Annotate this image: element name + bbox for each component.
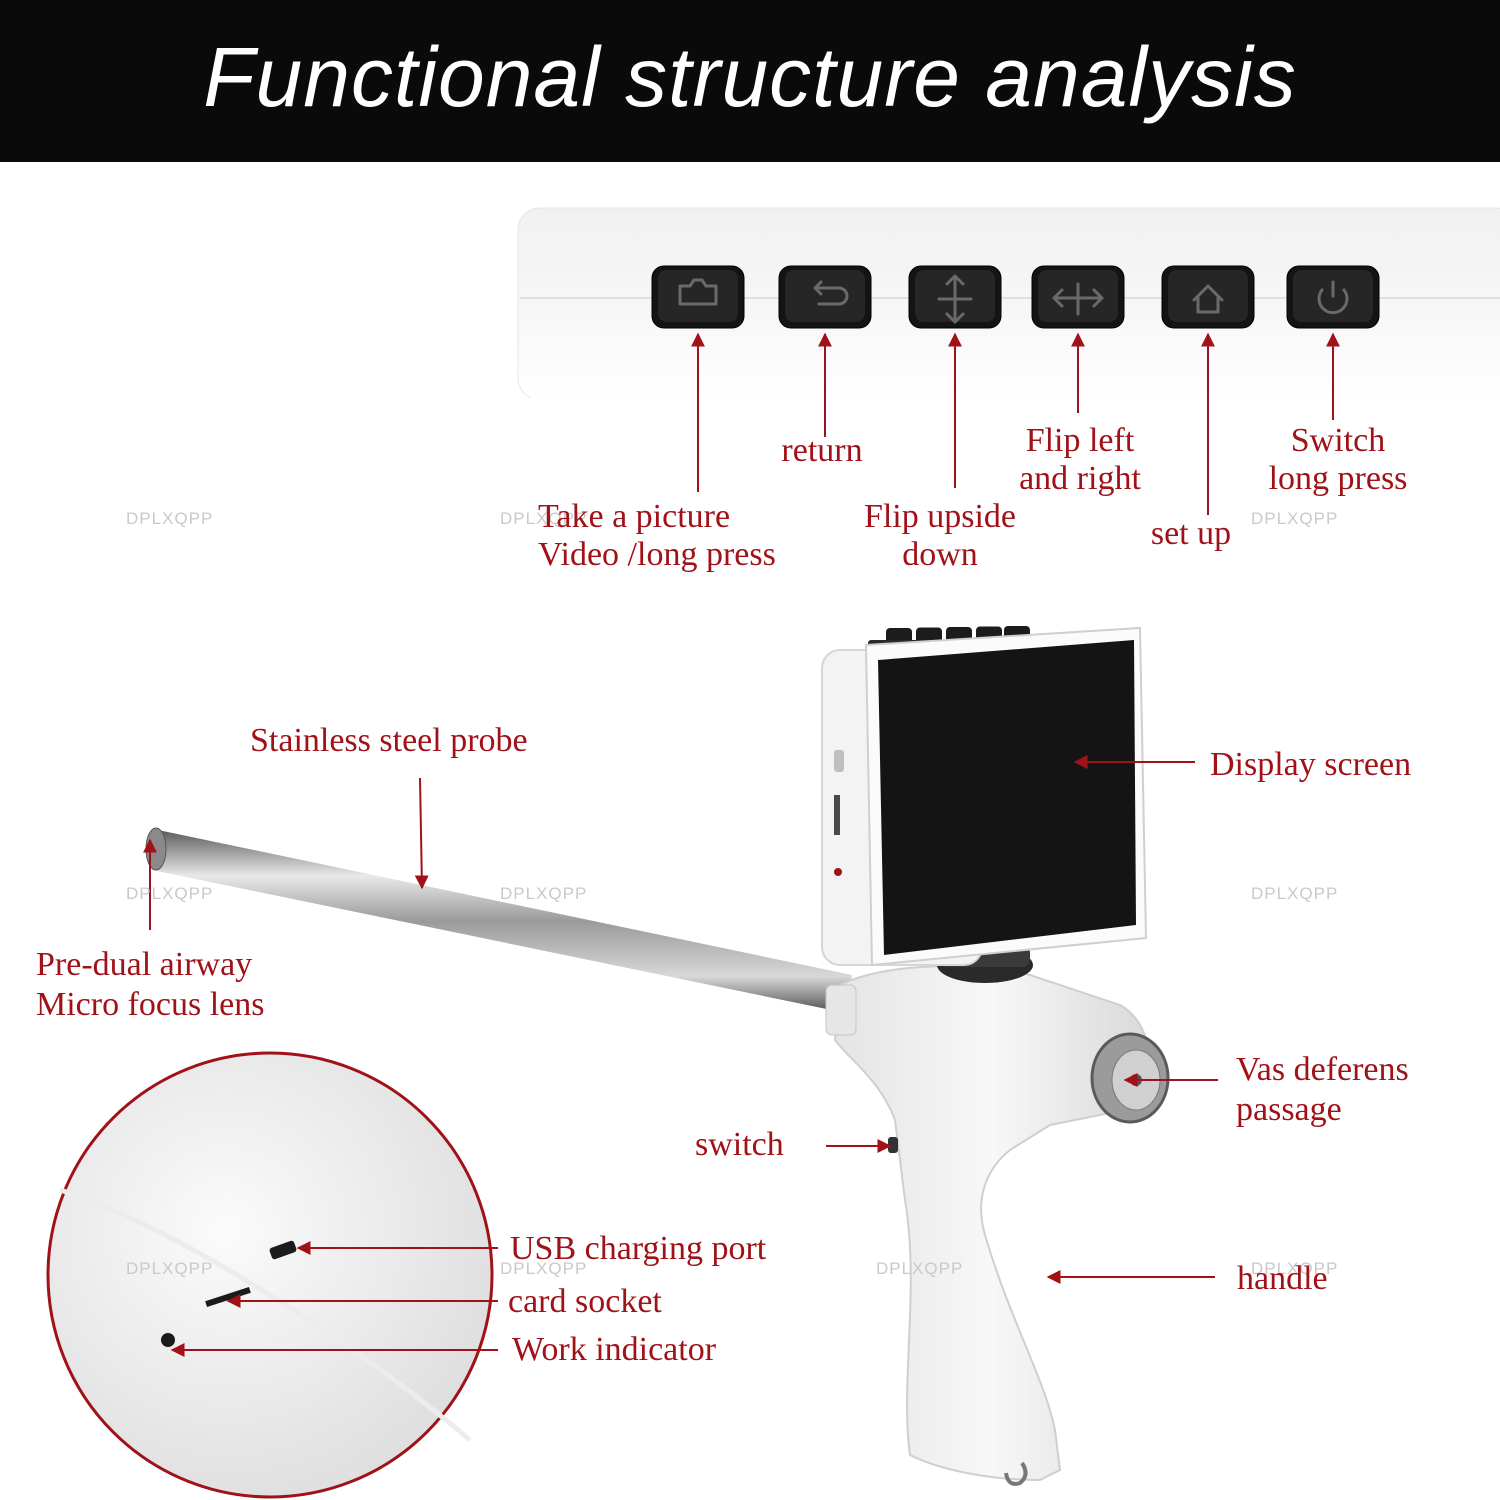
label-probe: Stainless steel probe — [250, 722, 528, 759]
button-callout-lines — [691, 332, 1340, 515]
watermark: DPLXQPP — [876, 1259, 964, 1278]
label-indicator: Work indicator — [512, 1331, 717, 1368]
page-title: Functional structure analysis — [203, 30, 1297, 124]
button-panel — [517, 207, 1500, 468]
power-icon — [1317, 280, 1349, 315]
watermark: DPLXQPP — [500, 884, 588, 903]
label-take-picture: Take a picture Video /long press — [538, 498, 776, 573]
button-1[interactable] — [651, 265, 745, 329]
label-flip-upside-down: Flip upside down — [863, 498, 1017, 573]
inset-magnifier — [46, 1051, 494, 1499]
device-body — [825, 945, 1170, 1486]
header-banner: Functional structure analysis — [0, 0, 1500, 162]
label-vas: Vas deferens passage — [1236, 1051, 1409, 1128]
button-4[interactable] — [1031, 265, 1125, 329]
return-icon — [813, 280, 849, 306]
display-unit — [821, 626, 1148, 967]
button-6[interactable] — [1286, 265, 1380, 329]
watermark: DPLXQPP — [500, 509, 588, 528]
label-flip-left-right: Flip left and right — [1019, 422, 1141, 497]
button-5[interactable] — [1161, 265, 1255, 329]
flip-vertical-icon — [937, 274, 973, 324]
label-return: return — [781, 432, 863, 469]
button-3[interactable] — [908, 265, 1002, 329]
home-icon — [1192, 284, 1224, 314]
button-2[interactable] — [778, 265, 872, 329]
camera-icon — [678, 278, 718, 306]
label-display: Display screen — [1210, 746, 1412, 783]
watermark: DPLXQPP — [1251, 884, 1339, 903]
watermark: DPLXQPP — [1251, 509, 1339, 528]
watermark: DPLXQPP — [500, 1259, 588, 1278]
label-set-up: set up — [1150, 515, 1232, 552]
watermark: DPLXQPP — [126, 509, 214, 528]
label-switch-long-press: Switch long press — [1268, 422, 1408, 497]
watermark: DPLXQPP — [1251, 1259, 1339, 1278]
label-usb: USB charging port — [510, 1230, 767, 1267]
watermark: DPLXQPP — [126, 1259, 214, 1278]
device-diagram — [46, 207, 1500, 1499]
label-switch: switch — [695, 1126, 784, 1163]
label-lens: Pre-dual airway Micro focus lens — [36, 946, 265, 1023]
watermark: DPLXQPP — [126, 884, 214, 903]
callout-lines — [143, 755, 1218, 1357]
label-card: card socket — [508, 1283, 662, 1320]
button-row — [651, 265, 1380, 329]
flip-horizontal-icon — [1052, 282, 1104, 316]
label-handle: handle — [1237, 1260, 1328, 1297]
